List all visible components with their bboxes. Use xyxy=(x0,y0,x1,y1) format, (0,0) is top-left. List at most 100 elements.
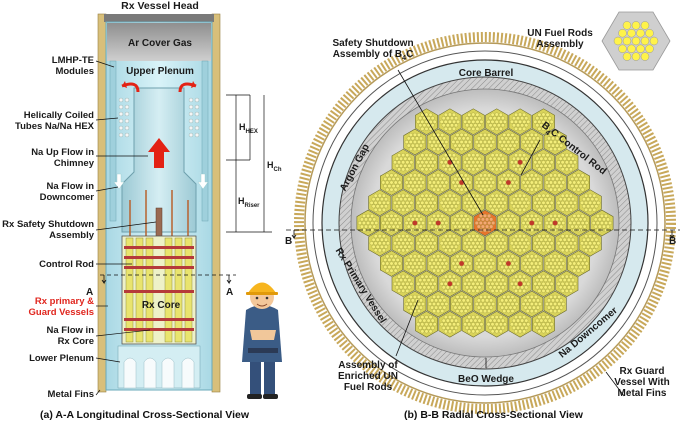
fuel-rod xyxy=(384,244,388,249)
fuel-rod xyxy=(480,298,485,303)
fuel-rod xyxy=(529,187,534,192)
fuel-rod xyxy=(419,176,424,181)
fuel-rod xyxy=(452,200,457,205)
fuel-rod xyxy=(534,140,538,144)
fuel-rod xyxy=(541,207,546,212)
fuel-rod xyxy=(463,160,468,165)
fuel-rod xyxy=(424,112,429,117)
fuel-rod xyxy=(441,197,446,202)
fuel-rod xyxy=(375,237,380,242)
fuel-rod xyxy=(525,268,530,273)
fuel-rod xyxy=(524,204,529,209)
fuel-rod xyxy=(498,261,503,266)
fuel-rod xyxy=(379,197,384,202)
fuel-rod xyxy=(564,207,569,212)
inset-fuel-rod xyxy=(631,52,641,61)
fuel-rod xyxy=(389,254,394,259)
fuel-rod xyxy=(452,153,456,158)
fuel-rod xyxy=(424,322,429,327)
fuel-rod xyxy=(417,213,421,218)
fuel-rod xyxy=(549,147,553,152)
fuel-rod xyxy=(412,187,417,192)
fuel-rod xyxy=(430,163,435,168)
fuel-rod xyxy=(545,248,550,253)
fuel-rod xyxy=(506,187,511,192)
fuel-rod xyxy=(544,180,549,185)
fuel-rod xyxy=(478,140,483,144)
fuel-rod xyxy=(471,241,476,246)
section-arrow-a-right xyxy=(226,275,232,285)
inset-fuel-rod xyxy=(622,52,632,61)
fuel-rod xyxy=(510,140,515,144)
fuel-rod xyxy=(439,200,444,205)
fuel-rod xyxy=(513,119,518,124)
fuel-rod xyxy=(492,318,497,323)
fuel-rod xyxy=(502,187,507,192)
fuel-rod xyxy=(395,156,399,161)
fuel-rod xyxy=(560,234,565,239)
fuel-rod xyxy=(476,136,481,141)
fuel-rod xyxy=(471,234,476,239)
fuel-rod xyxy=(455,294,460,299)
fuel-rod xyxy=(432,200,437,205)
fuel-rod xyxy=(543,156,548,161)
fuel-rod xyxy=(420,329,425,334)
fuel-rod xyxy=(420,288,425,293)
fuel-rod xyxy=(527,298,532,303)
fuel-rod xyxy=(377,248,382,253)
fuel-rod xyxy=(401,281,406,286)
fuel-rod xyxy=(522,160,527,165)
fuel-rod xyxy=(401,207,406,212)
section-arrow-a-left xyxy=(101,275,107,285)
fuel-rod xyxy=(483,187,487,192)
fuel-rod xyxy=(428,221,432,225)
fuel-rod xyxy=(490,241,495,246)
fuel-rod xyxy=(531,298,536,303)
fuel-rod xyxy=(473,278,478,283)
fuel-rod xyxy=(573,241,577,246)
fuel-rod xyxy=(560,281,565,286)
fuel-rod xyxy=(461,136,466,141)
fuel-rod xyxy=(405,200,410,205)
fuel-rod xyxy=(406,217,411,222)
fuel-rod xyxy=(442,298,447,303)
fuel-rod xyxy=(543,285,548,290)
fuel-rod xyxy=(510,221,515,225)
upflow-label: Na Up Flow in Chimney xyxy=(0,147,94,169)
fuel-rod xyxy=(527,265,532,270)
fuel-rod xyxy=(557,268,562,273)
fuel-rod xyxy=(440,213,445,218)
fuel-rod xyxy=(592,200,597,205)
fuel-rod xyxy=(529,261,534,266)
fuel-rod xyxy=(471,274,476,279)
fuel-rod xyxy=(533,200,538,205)
fuel-rod xyxy=(430,318,435,323)
fuel-rod xyxy=(522,126,527,131)
fuel-rod xyxy=(511,163,516,168)
fuel-rod xyxy=(564,167,569,172)
fuel-rod xyxy=(389,180,394,185)
fuel-rod xyxy=(454,325,459,330)
fuel-rod xyxy=(524,123,529,128)
fuel-rod xyxy=(395,163,399,168)
vessel-head-title: Rx Vessel Head xyxy=(121,0,199,12)
fuel-rod xyxy=(426,278,431,283)
fuel-rod xyxy=(412,140,417,144)
fuel-rod xyxy=(572,261,577,266)
fuel-rod xyxy=(498,241,503,246)
fuel-rod xyxy=(574,257,579,262)
fuel-rod xyxy=(490,288,495,293)
fuel-rod xyxy=(510,268,515,273)
fuel-rod xyxy=(487,268,492,273)
fuel-rod xyxy=(404,180,409,185)
fuel-rod xyxy=(560,207,565,212)
fuel-rod xyxy=(496,204,501,209)
fuel-rod xyxy=(467,126,472,131)
fuel-rod xyxy=(389,213,394,218)
fuel-rod xyxy=(535,278,540,283)
fuel-rod xyxy=(440,302,445,306)
inset-fuel-rod xyxy=(631,36,641,46)
plenum-arrowhead-right xyxy=(191,81,196,88)
fuel-rod xyxy=(608,221,613,225)
fuel-rod xyxy=(498,281,503,286)
